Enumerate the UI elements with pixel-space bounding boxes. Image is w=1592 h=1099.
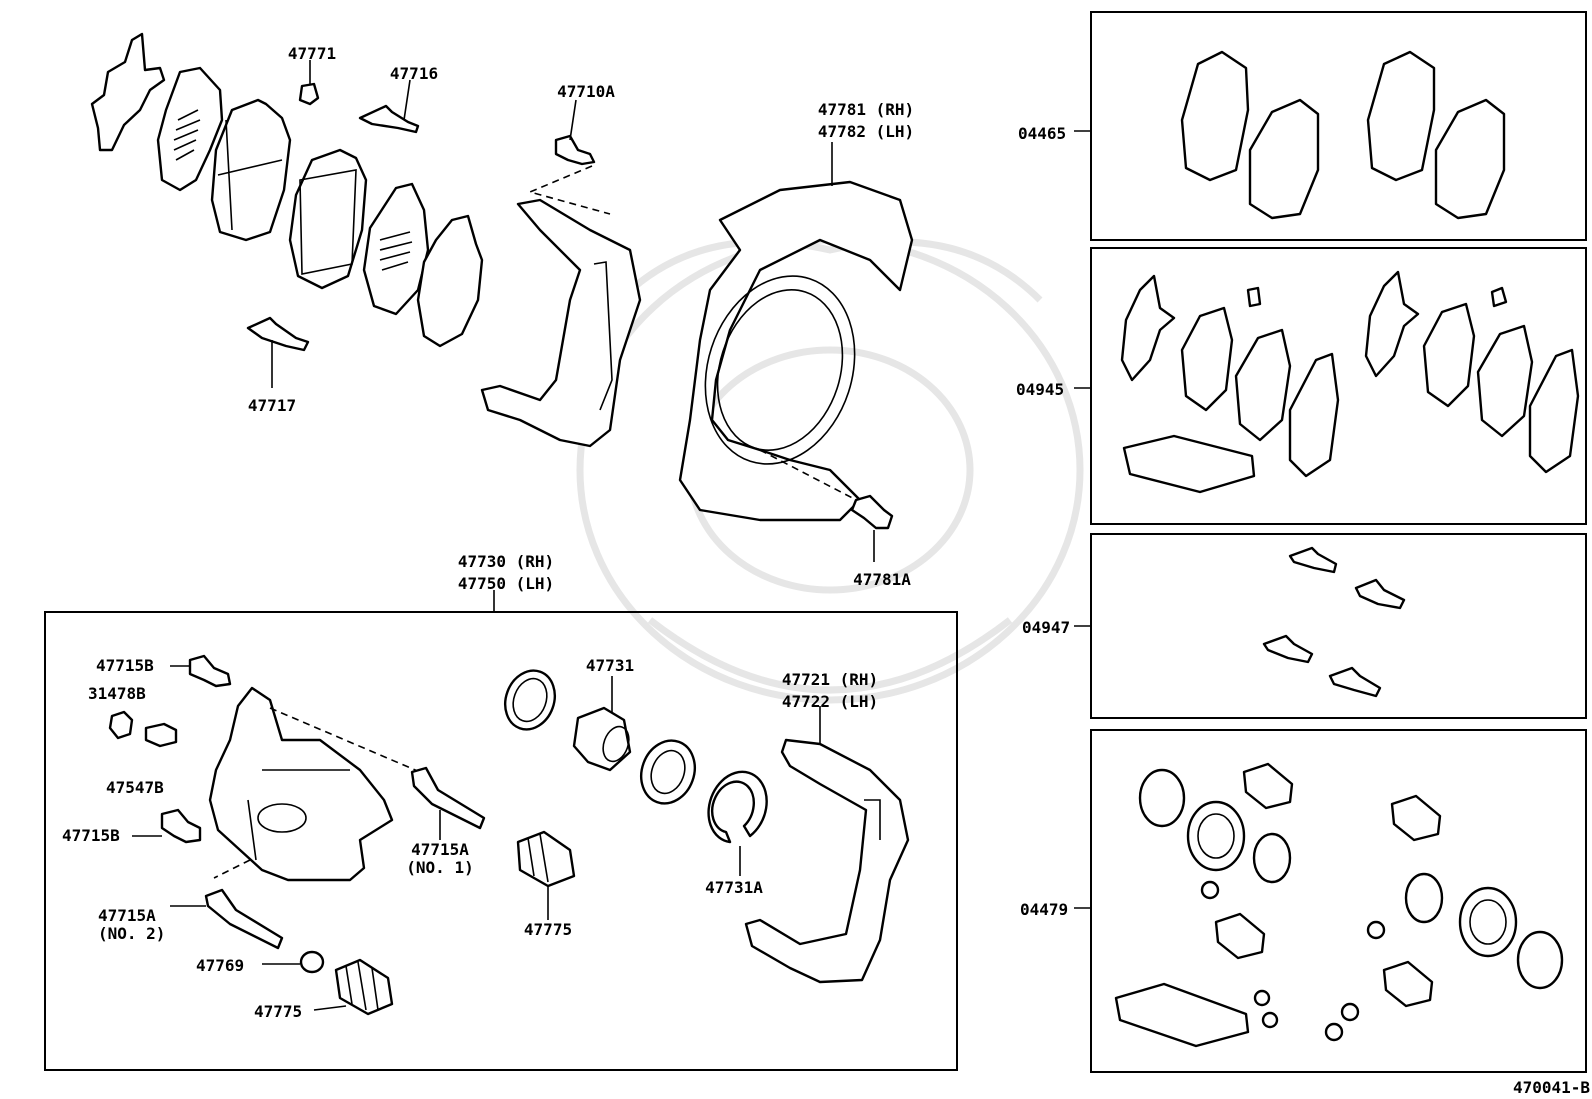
- bushing-47769: [299, 950, 325, 974]
- dust-cover: [678, 180, 914, 522]
- kit-04947-clips: [1262, 546, 1406, 698]
- kit-box-04947: [1090, 533, 1587, 719]
- brake-pad-inner: [288, 148, 368, 290]
- bleeder-plug-small: [144, 722, 178, 748]
- label-47771: 47771: [287, 44, 337, 63]
- piston-seal-ring: [504, 669, 556, 731]
- cylinder-boot: [640, 739, 696, 805]
- set-ring-47731A: [707, 770, 768, 844]
- label-kit-04479: 04479: [1020, 900, 1069, 919]
- label-47781-rh: 47781 (RH): [817, 100, 915, 119]
- label-47731: 47731: [585, 656, 635, 675]
- label-47715B-mid: 47715B: [62, 826, 120, 845]
- bleeder-plug-31478B: [108, 710, 134, 740]
- label-47715B-top: 47715B: [96, 656, 154, 675]
- label-47775-mid: 47775: [523, 920, 573, 939]
- label-47710A: 47710A: [557, 82, 615, 101]
- kit-04479-seals: [1114, 762, 1564, 1048]
- kit-box-04945: [1090, 247, 1587, 525]
- label-47731A: 47731A: [705, 878, 763, 897]
- label-kit-04947: 04947: [1022, 618, 1071, 637]
- anti-squeal-shim-inner: [156, 66, 224, 192]
- label-47717: 47717: [247, 396, 297, 415]
- boot-47775-mid: [516, 830, 576, 888]
- slide-pin-no2: [204, 888, 284, 950]
- label-47750-lh: 47750 (LH): [457, 574, 555, 593]
- bolt-47781A: [850, 494, 894, 530]
- label-47775-low: 47775: [254, 1002, 303, 1021]
- label-47769: 47769: [196, 956, 245, 975]
- label-47715A-no1-sub: (NO. 1): [406, 858, 474, 877]
- label-31478B: 31478B: [88, 684, 146, 703]
- bolt-47715B-mid: [160, 808, 202, 844]
- slide-pin-no1: [410, 766, 486, 830]
- kit-04945-shims: [1120, 270, 1580, 494]
- brake-pad-outer: [210, 98, 292, 242]
- label-47715A-no2: 47715A: [98, 906, 156, 925]
- clip-47717: [246, 316, 310, 352]
- label-47730-rh: 47730 (RH): [457, 552, 555, 571]
- anti-squeal-shim-outer: [90, 32, 166, 152]
- torque-plate: [480, 198, 642, 448]
- clip-47771: [298, 82, 320, 106]
- anti-squeal-shim-inner-2: [362, 182, 430, 316]
- kit-04465-pads: [1180, 50, 1506, 220]
- caliper-body: [208, 686, 394, 882]
- label-47722-lh: 47722 (LH): [781, 692, 879, 711]
- anti-squeal-shim-outer-2: [416, 214, 484, 348]
- bolt-47710A: [554, 134, 596, 166]
- label-47715A-no2-sub: (NO. 2): [98, 924, 166, 943]
- clip-47716: [358, 104, 420, 134]
- label-kit-04945: 04945: [1016, 380, 1065, 399]
- label-47716: 47716: [389, 64, 439, 83]
- diagram-id: 470041-B: [1512, 1078, 1590, 1097]
- boot-47775-low: [334, 958, 394, 1016]
- caliper-assembly-box: [44, 611, 958, 1071]
- kit-box-04465: [1090, 11, 1587, 241]
- torque-plate-47721: [744, 738, 910, 984]
- label-kit-04465: 04465: [1018, 124, 1067, 143]
- label-47715A-no1: 47715A: [411, 840, 469, 859]
- kit-box-04479: [1090, 729, 1587, 1073]
- piston-47731: [572, 706, 632, 772]
- label-47781A: 47781A: [853, 570, 911, 589]
- label-47721-rh: 47721 (RH): [781, 670, 879, 689]
- label-47547B: 47547B: [106, 778, 164, 797]
- bolt-47715B-top: [188, 654, 232, 688]
- label-47782-lh: 47782 (LH): [817, 122, 915, 141]
